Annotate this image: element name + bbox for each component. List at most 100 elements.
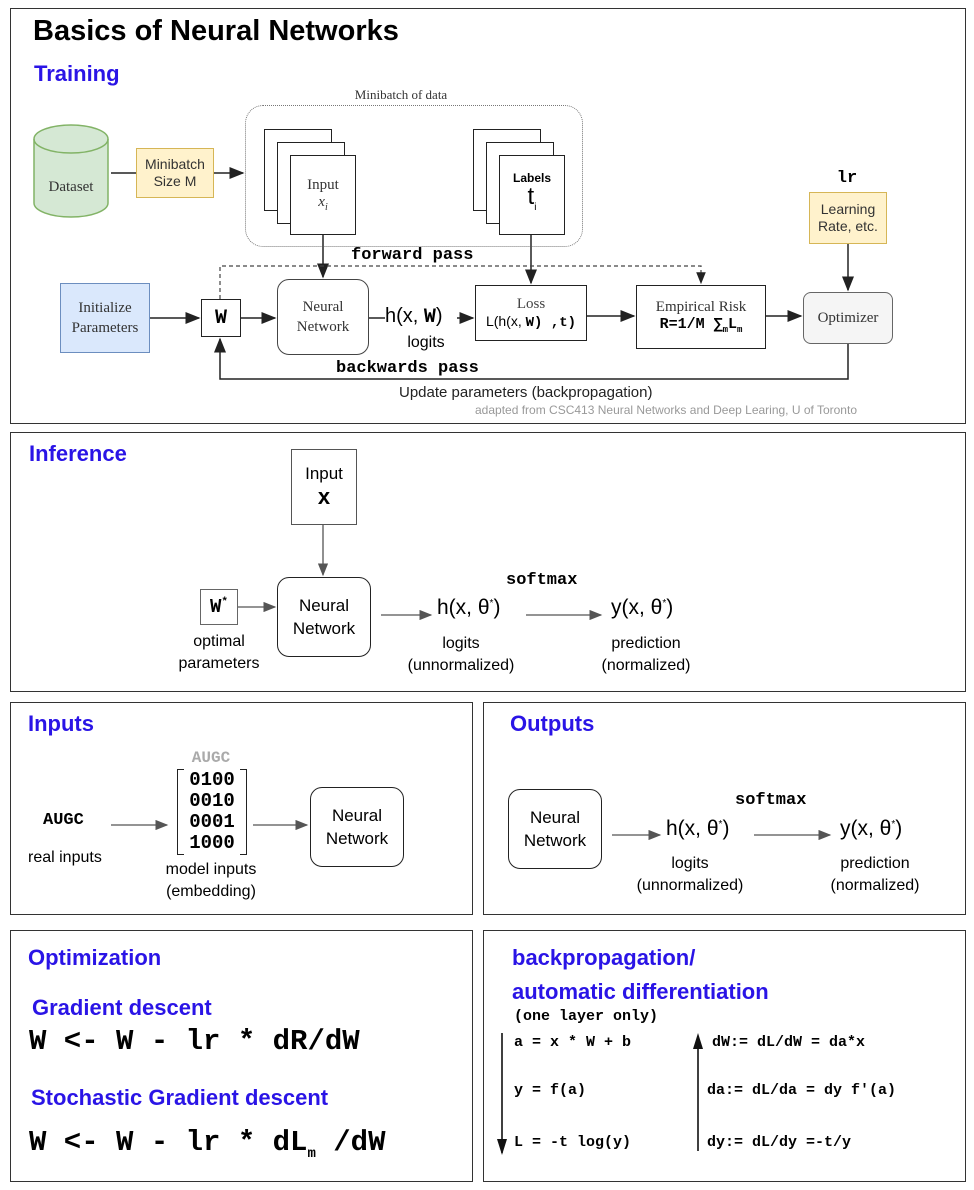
outputs-nn-line2: Network <box>523 831 587 850</box>
matrix-row: 0100 <box>189 769 235 791</box>
labels-var-t: t <box>527 182 535 210</box>
input-card-var: xi <box>318 194 327 213</box>
outputs-prediction-text: y(x, θ <box>840 817 892 840</box>
model-inputs-caption: model inputs (embedding) <box>151 859 271 903</box>
outputs-logits-expr: h(x, θ*) <box>666 817 730 840</box>
nn-line1: Neural <box>302 299 344 315</box>
outputs-logits-cap1: logits <box>671 855 709 872</box>
inference-logits-expr: h(x, θ*) <box>437 596 501 619</box>
inference-nn-box: Neural Network <box>277 577 371 657</box>
backward-eq: dy:= dL/dy =-t/y <box>707 1134 852 1151</box>
model-inputs-cap2: (embedding) <box>166 883 256 900</box>
labels-card: Labels ti <box>499 155 565 235</box>
loss-title: Loss <box>516 295 546 312</box>
inference-prediction-star: * <box>662 598 667 609</box>
matrix-rows: 0100 0010 0001 1000 <box>178 769 246 854</box>
dataset-cylinder <box>33 124 109 218</box>
bracket-right-bottom <box>240 854 246 855</box>
optimal-parameters-caption: optimal parameters <box>161 631 277 675</box>
bracket-left-top <box>178 769 184 770</box>
embedding-matrix: 0100 0010 0001 1000 <box>177 769 247 855</box>
backprop-panel: backpropagation/ automatic differentiati… <box>483 930 966 1182</box>
inference-input-label: Input <box>305 464 343 483</box>
input-card-label: Input <box>307 177 339 193</box>
optimal-caption-line1: optimal <box>193 633 245 650</box>
neural-network-box: Neural Network <box>277 279 369 355</box>
inference-logits-text: h(x, θ <box>437 596 490 619</box>
optimization-heading: Optimization <box>28 945 162 970</box>
inputs-nn-line1: Neural <box>331 806 383 825</box>
inference-logits-star: * <box>489 598 494 609</box>
logits-expr-w: W <box>423 306 436 329</box>
backprop-heading-line1: backpropagation/ <box>512 945 696 970</box>
risk-sub2: m <box>737 325 743 335</box>
matrix-row: 0010 <box>189 790 235 812</box>
inference-nn-line1: Neural <box>298 596 350 615</box>
labels-card-label: Labels <box>512 170 551 185</box>
minibatch-group-label: Minibatch of data <box>354 87 448 102</box>
credit-label: adapted from CSC413 Neural Networks and … <box>475 403 857 417</box>
optimizer-box: Optimizer <box>803 292 893 344</box>
inference-pred-cap1: prediction <box>611 635 681 652</box>
nn-line2: Network <box>296 319 350 335</box>
risk-title: Empirical Risk <box>655 299 747 315</box>
sgd-heading: Stochastic Gradient descent <box>31 1085 329 1110</box>
sgd-formula: W <- W - lr * dLm /dW <box>29 1126 385 1162</box>
outputs-heading: Outputs <box>510 711 595 736</box>
real-inputs-sequence: AUGC <box>43 811 84 830</box>
backprop-heading-line2: automatic differentiation <box>512 979 769 1004</box>
w-star-sup: * <box>221 596 228 609</box>
inputs-nn-line2: Network <box>325 829 389 848</box>
logits-expr-suffix: ) <box>435 305 443 327</box>
optimal-caption-line2: parameters <box>178 655 260 672</box>
inference-heading: Inference <box>29 441 127 466</box>
outputs-nn-line1: Neural <box>529 808 581 827</box>
backward-eq: dW:= dL/dW = da*x <box>712 1034 866 1051</box>
risk-expression: R=1/M ∑mLm <box>660 316 743 335</box>
loss-expr-prefix: L(h(x, <box>485 312 526 329</box>
initialize-parameters-box: Initialize Parameters <box>60 283 150 353</box>
sgd-formula-prefix: W <- W - lr * dL <box>29 1126 308 1159</box>
training-heading: Training <box>34 61 120 86</box>
inference-panel: Inference Input x W* optimal parameters … <box>10 432 966 692</box>
sgd-formula-sub: m <box>307 1145 316 1162</box>
outputs-pred-cap2: (normalized) <box>830 877 920 894</box>
sgd-formula-suffix: /dW <box>315 1126 386 1159</box>
weights-box: W <box>201 299 241 337</box>
risk-expr: R=1/M ∑ <box>659 316 723 333</box>
outputs-panel: Outputs Neural Network softmax h(x, θ*) … <box>483 702 966 915</box>
bracket-right-top <box>240 769 246 770</box>
inference-logits-cap1: logits <box>442 635 480 652</box>
optimization-panel: Optimization Gradient descent W <- W - l… <box>10 930 473 1182</box>
minibatch-group <box>245 105 583 247</box>
logits-label: logits <box>407 334 445 351</box>
outputs-logits-text: h(x, θ <box>666 817 719 840</box>
input-var-x: x <box>318 194 325 210</box>
inputs-nn-box: Neural Network <box>310 787 404 867</box>
inference-prediction-text: y(x, θ <box>611 596 663 619</box>
inference-pred-cap2: (normalized) <box>601 657 691 674</box>
inputs-heading: Inputs <box>28 711 94 736</box>
matrix-row: 1000 <box>189 832 235 854</box>
loss-box: Loss L(h(x, W) ,t) <box>475 285 587 341</box>
init-line1: Initialize <box>78 300 132 316</box>
labels-card-var: ti <box>527 182 537 220</box>
minibatch-size-line1: Minibatch <box>145 156 205 172</box>
outputs-nn-box: Neural Network <box>508 789 602 869</box>
outputs-softmax-label: softmax <box>735 791 807 810</box>
weights-label: W <box>214 306 227 330</box>
update-parameters-label: Update parameters (backpropagation) <box>399 384 653 401</box>
forward-eq: a = x * W + b <box>514 1034 632 1051</box>
input-card: Input xi <box>290 155 356 235</box>
gradient-descent-formula: W <- W - lr * dR/dW <box>29 1025 360 1058</box>
lr-label: lr <box>836 169 858 188</box>
inference-input-box: Input x <box>291 449 357 525</box>
dataset-label: Dataset <box>48 179 94 195</box>
gradient-descent-heading: Gradient descent <box>32 995 212 1020</box>
minibatch-size-box: Minibatch Size M <box>136 148 214 198</box>
forward-eq: y = f(a) <box>514 1082 587 1099</box>
inference-prediction-caption: prediction (normalized) <box>581 633 711 677</box>
risk-mid: L <box>728 316 738 333</box>
matrix-header: AUGC <box>191 749 231 767</box>
training-panel: Basics of Neural Networks Training Minib… <box>10 8 966 424</box>
